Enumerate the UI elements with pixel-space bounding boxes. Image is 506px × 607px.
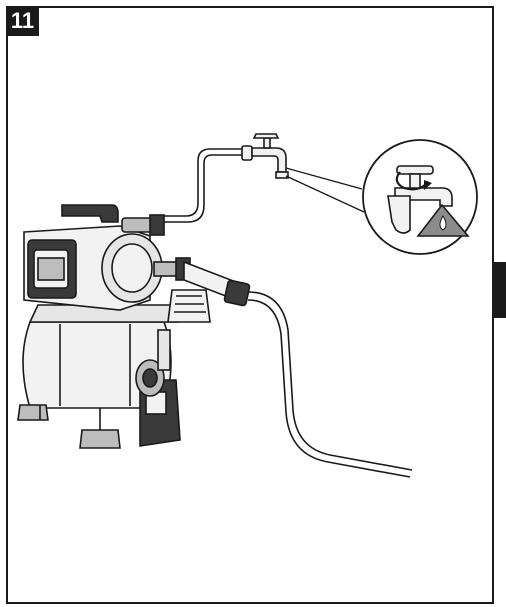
open-tap-detail-icon: [363, 140, 477, 254]
hose-icon: [248, 292, 412, 477]
water-pump-icon: [18, 205, 190, 448]
detail-leader-lines: [286, 168, 364, 212]
tap-hose-icon: [162, 149, 244, 222]
garden-tap-icon: [242, 134, 288, 178]
